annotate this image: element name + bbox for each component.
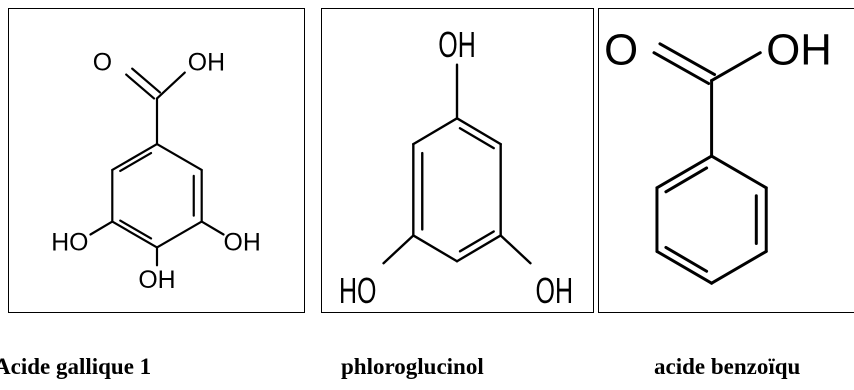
caption-phloroglucinol: phloroglucinol [341,354,484,379]
ring-bond [111,143,159,172]
ring-bond [155,143,203,172]
ring-bond [655,249,714,285]
oh-right-label: OH [224,229,261,256]
oh-bottom-label: OH [138,267,175,294]
ring-double-bond [458,230,495,253]
carbonyl-bond [652,51,711,85]
oh-left-label: HO [51,229,88,256]
oh-bond-left [89,220,114,236]
ring-bond [111,220,159,249]
ring-bond [710,249,768,285]
ring-bond [155,220,203,249]
ring-bond [655,154,714,190]
oh-right-label: OH [536,271,574,312]
caption-gallic-acid: Acide gallique 1 [0,354,152,379]
structure-panel-phloroglucinol: OH HO OH [321,8,594,313]
acid-oh-bond [710,51,762,83]
acid-oh-bond [155,71,186,100]
gallic-acid-structure: O OH HO OH OH [51,50,261,295]
acid-oh-label: OH [188,50,225,77]
benzoic-acid-structure: O OH [604,26,832,285]
ring-double-bond [664,245,709,273]
ring-double-bond [119,219,153,240]
caption-benzoic-acid: acide benzoïqu [654,354,801,379]
carbonyl-o-label: O [93,50,112,77]
acid-oh-label: OH [766,26,832,75]
ring-bond [455,117,502,146]
oh-left-label: HO [339,271,377,312]
ring-bond [455,234,502,263]
oh-bond-right [200,220,225,236]
ring-double-bond [119,151,153,173]
ring-double-bond [458,127,495,150]
oh-bond-left [382,234,415,265]
oh-bond-right [499,234,532,265]
structure-panel-benzoic-acid: O OH [598,8,854,313]
carbonyl-bond [125,73,156,100]
carbonyl-o-label: O [604,26,638,75]
ring-bond [412,117,459,146]
ring-bond [710,154,768,190]
ring-double-bond [664,166,709,194]
carbonyl-bond [131,67,162,94]
phloroglucinol-structure: OH HO OH [339,24,574,312]
ring-bond [412,234,459,263]
carbonyl-bond [658,42,717,77]
oh-top-label: OH [438,24,476,65]
structure-panel-gallic-acid: O OH HO OH OH [8,8,305,313]
